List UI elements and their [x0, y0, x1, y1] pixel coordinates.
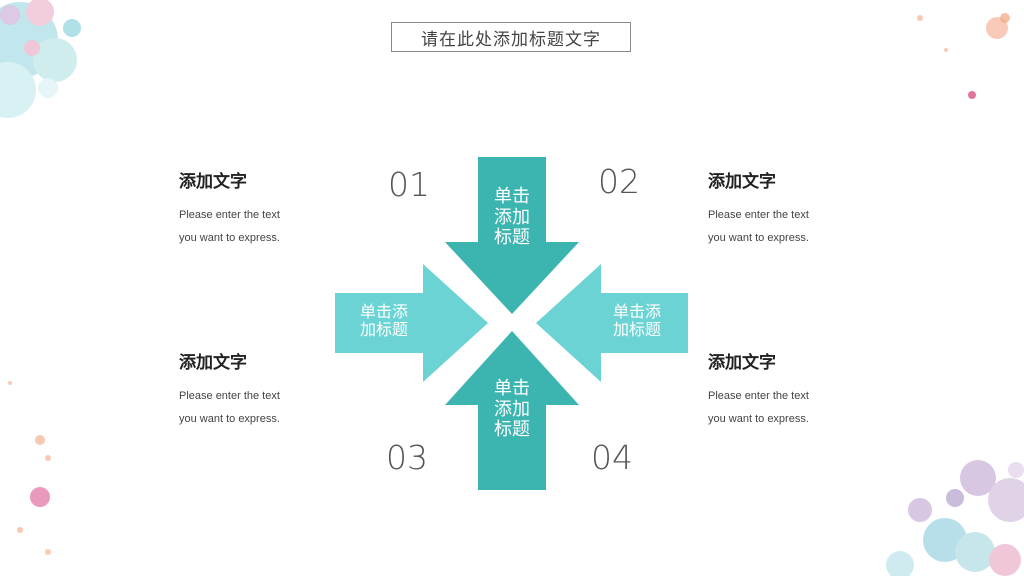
block-title-top-left[interactable]: 添加文字 [179, 172, 247, 192]
slide-title[interactable]: 请在此处添加标题文字 [391, 22, 631, 52]
block-title-bottom-right[interactable]: 添加文字 [708, 353, 776, 373]
block-text-line: Please enter the text [179, 209, 280, 221]
top-arrow-label-line: 添加 [494, 206, 530, 228]
right-arrow-label-line: 单击添 [612, 302, 661, 321]
left-arrow-label-line: 加标题 [359, 320, 408, 340]
number-01: 01 [388, 165, 430, 204]
block-text-bottom-left[interactable]: Please enter the text you want to expres… [179, 385, 307, 431]
number-02: 02 [598, 162, 640, 201]
block-text-line: you want to express. [708, 232, 809, 244]
left-arrow [335, 264, 488, 382]
block-text-top-right[interactable]: Please enter the text you want to expres… [708, 204, 836, 250]
block-text-line: you want to express. [179, 413, 280, 425]
top-arrow-label[interactable]: 单击 添加 标题 [482, 186, 542, 249]
block-title-top-right[interactable]: 添加文字 [708, 172, 776, 192]
bottom-arrow-label-line: 标题 [494, 419, 530, 441]
block-text-line: Please enter the text [708, 390, 809, 402]
top-arrow [445, 157, 579, 314]
right-arrow-label-line: 加标题 [612, 320, 661, 340]
number-04: 04 [591, 438, 633, 477]
left-arrow-label-line: 单击添 [359, 302, 408, 321]
number-03: 03 [386, 438, 428, 477]
block-text-top-left[interactable]: Please enter the text you want to expres… [179, 204, 307, 250]
bottom-arrow-label[interactable]: 单击 添加 标题 [482, 378, 542, 441]
top-arrow-label-line: 标题 [494, 227, 530, 249]
block-text-bottom-right[interactable]: Please enter the text you want to expres… [708, 385, 836, 431]
bottom-arrow-label-line: 添加 [494, 398, 530, 420]
block-text-line: you want to express. [179, 232, 280, 244]
top-arrow-label-line: 单击 [494, 186, 530, 207]
right-arrow-label[interactable]: 单击添 加标题 [597, 302, 677, 340]
right-arrow [536, 264, 688, 382]
bottom-arrow [445, 331, 579, 490]
block-text-line: you want to express. [708, 413, 809, 425]
block-text-line: Please enter the text [708, 209, 809, 221]
bottom-arrow-label-line: 单击 [494, 378, 530, 399]
left-arrow-label[interactable]: 单击添 加标题 [344, 302, 424, 340]
block-title-bottom-left[interactable]: 添加文字 [179, 353, 247, 373]
block-text-line: Please enter the text [179, 390, 280, 402]
